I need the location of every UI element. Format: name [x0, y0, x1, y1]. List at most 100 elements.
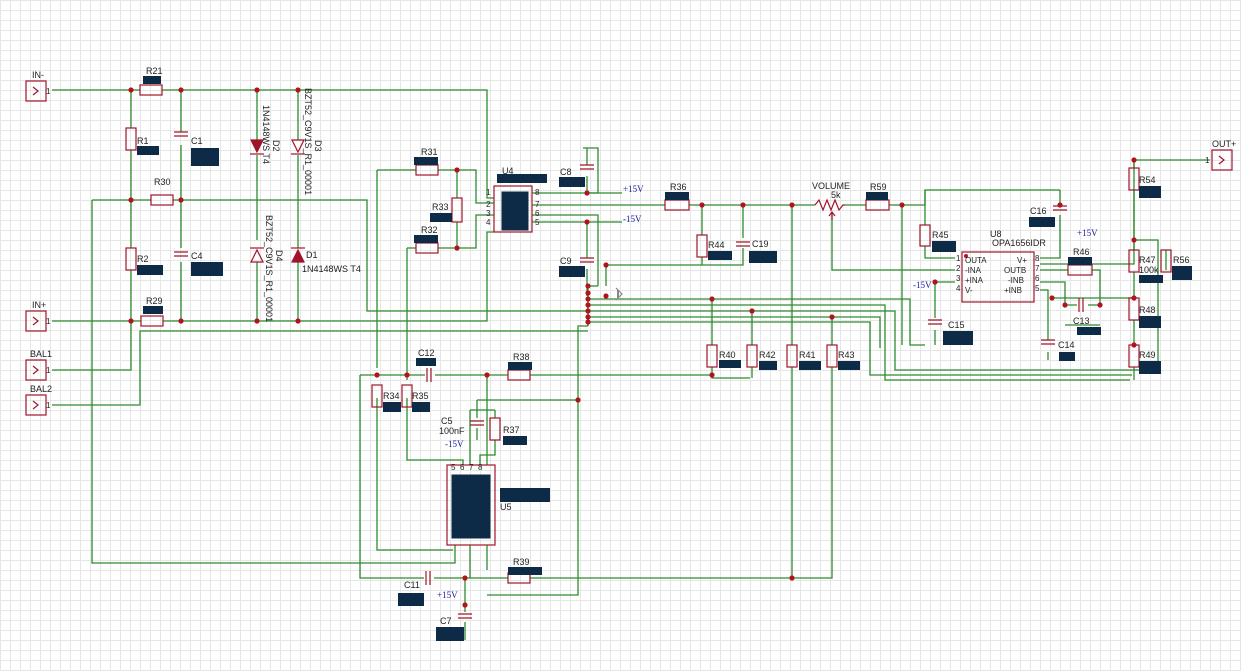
svg-text:C7: C7 — [440, 616, 452, 626]
diode-d1[interactable]: D1 1N4148WS T4 — [291, 247, 361, 274]
capacitor-c4[interactable]: C4 — [174, 251, 223, 276]
capacitor-c15[interactable]: C15 — [928, 319, 973, 345]
potentiometer-volume[interactable]: VOLUME 5k — [812, 181, 850, 220]
redacted-value — [143, 306, 163, 314]
redacted-value — [932, 241, 956, 252]
svg-text:R45: R45 — [932, 230, 949, 240]
redacted-value — [508, 567, 542, 575]
diode-d4[interactable]: BZT52_C9V1S_R1_00001 D4 — [250, 215, 284, 322]
svg-text:R47: R47 — [1139, 255, 1156, 265]
wires — [52, 89, 1210, 640]
resistor-r43[interactable]: R43 — [826, 344, 860, 370]
capacitor-c9[interactable]: C9 — [559, 256, 594, 277]
resistor-r33[interactable]: R33 — [430, 197, 463, 223]
resistor-r1[interactable]: R1 — [125, 127, 159, 155]
resistor-r47[interactable]: R47 100k — [1128, 249, 1163, 283]
svg-text:D2: D2 — [271, 140, 281, 152]
svg-text:R40: R40 — [719, 350, 736, 360]
resistor-r34[interactable]: R34 — [371, 384, 401, 412]
svg-text:1N4148WS T4: 1N4148WS T4 — [261, 105, 271, 164]
resistor-r2[interactable]: R2 — [125, 247, 163, 275]
power-label-pos15: +15V — [437, 590, 458, 600]
resistor-r32[interactable]: R32 — [414, 225, 439, 254]
svg-text:R54: R54 — [1139, 175, 1156, 185]
capacitor-c11[interactable]: C11 — [398, 571, 431, 606]
resistor-r54[interactable]: R54 — [1128, 167, 1161, 198]
svg-text:D4: D4 — [274, 250, 284, 262]
resistor-r31[interactable]: R31 — [414, 147, 439, 176]
port-bal2[interactable]: BAL2 1 — [25, 384, 52, 416]
port-bal1[interactable]: BAL1 1 — [25, 349, 52, 381]
svg-text:BAL1: BAL1 — [30, 349, 52, 359]
redacted-value — [1059, 352, 1075, 361]
svg-text:OUTA: OUTA — [965, 256, 987, 265]
svg-text:5k: 5k — [831, 190, 841, 200]
redacted-part — [497, 174, 547, 183]
svg-text:V+: V+ — [1017, 256, 1027, 265]
redacted-value — [416, 358, 436, 366]
svg-text:R33: R33 — [432, 202, 449, 212]
resistor-r59[interactable]: R59 — [865, 182, 890, 211]
svg-text:IN+: IN+ — [32, 300, 46, 310]
resistor-r56[interactable]: R56 — [1160, 249, 1192, 280]
resistor-r30[interactable]: R30 — [150, 177, 174, 206]
svg-text:C19: C19 — [752, 239, 769, 249]
port-in-plus[interactable]: IN+ 1 — [25, 300, 51, 332]
capacitor-c19[interactable]: C19 — [736, 239, 777, 263]
port-out-plus[interactable]: OUT+ 1 — [1205, 139, 1236, 171]
resistor-r21[interactable]: R21 — [139, 66, 163, 96]
capacitor-c1[interactable]: C1 — [174, 131, 219, 166]
svg-text:6: 6 — [535, 209, 540, 218]
svg-text:IN-: IN- — [32, 70, 44, 80]
svg-text:R35: R35 — [412, 391, 429, 401]
ic-u8[interactable]: U8 OPA1656IDR OUTA -INA +INA V- V+ OUTB … — [956, 229, 1046, 303]
resistor-r37[interactable]: R37 — [489, 417, 527, 445]
resistor-r39[interactable]: R39 — [507, 557, 542, 584]
resistor-r45[interactable]: R45 — [919, 224, 956, 252]
svg-text:C8: C8 — [560, 167, 572, 177]
resistor-r36[interactable]: R36 — [664, 182, 690, 211]
junctions — [128, 87, 1137, 608]
resistor-r29[interactable]: R29 — [140, 296, 164, 327]
power-label-neg15: -15V — [445, 439, 464, 449]
redacted-value — [1139, 275, 1163, 283]
capacitor-c13[interactable]: C13 — [1073, 298, 1101, 335]
redacted-value — [430, 213, 452, 222]
resistor-r46[interactable]: R46 — [1067, 247, 1093, 276]
svg-text:100k: 100k — [1139, 265, 1159, 275]
capacitor-c14[interactable]: C14 — [1041, 339, 1075, 361]
svg-text:1: 1 — [46, 401, 51, 410]
port-in-minus[interactable]: IN- 1 — [25, 70, 51, 102]
svg-text:8: 8 — [535, 188, 540, 197]
redacted-value — [1029, 217, 1055, 227]
ic-u5[interactable]: U5 5 6 7 8 — [446, 463, 550, 546]
capacitor-c7[interactable]: C7 — [436, 613, 472, 641]
redacted-value — [866, 192, 888, 200]
svg-text:R36: R36 — [670, 182, 687, 192]
svg-text:1: 1 — [46, 317, 51, 326]
capacitor-c8[interactable]: C8 — [559, 164, 594, 187]
redacted-value — [759, 361, 777, 370]
resistor-r35[interactable]: R35 — [401, 384, 430, 412]
resistor-r42[interactable]: R42 — [746, 344, 777, 370]
redacted-value — [799, 361, 821, 370]
redacted-value — [383, 402, 401, 412]
redacted-value — [719, 360, 741, 368]
capacitor-c12[interactable]: C12 — [416, 348, 436, 382]
svg-text:+INA: +INA — [965, 276, 984, 285]
svg-text:R34: R34 — [383, 391, 400, 401]
resistor-r41[interactable]: R41 — [786, 344, 821, 370]
diode-d2[interactable]: 1N4148WS T4 D2 — [250, 105, 281, 164]
capacitor-c5[interactable]: C5 100nF — [439, 416, 484, 436]
diode-d3[interactable]: BZT52_C9V1S_R1_00001 D3 — [291, 88, 323, 195]
power-label-neg15: -15V — [623, 214, 642, 224]
resistor-r38[interactable]: R38 — [507, 352, 532, 381]
svg-text:R43: R43 — [838, 350, 855, 360]
resistor-r44[interactable]: R44 — [696, 234, 732, 260]
svg-text:-INB: -INB — [1008, 276, 1024, 285]
svg-text:R56: R56 — [1173, 255, 1190, 265]
capacitor-c16[interactable]: C16 — [1029, 205, 1067, 227]
resistor-r40[interactable]: R40 — [706, 344, 741, 368]
ic-u4[interactable]: U4 1 2 3 4 8 7 6 5 — [486, 166, 547, 233]
